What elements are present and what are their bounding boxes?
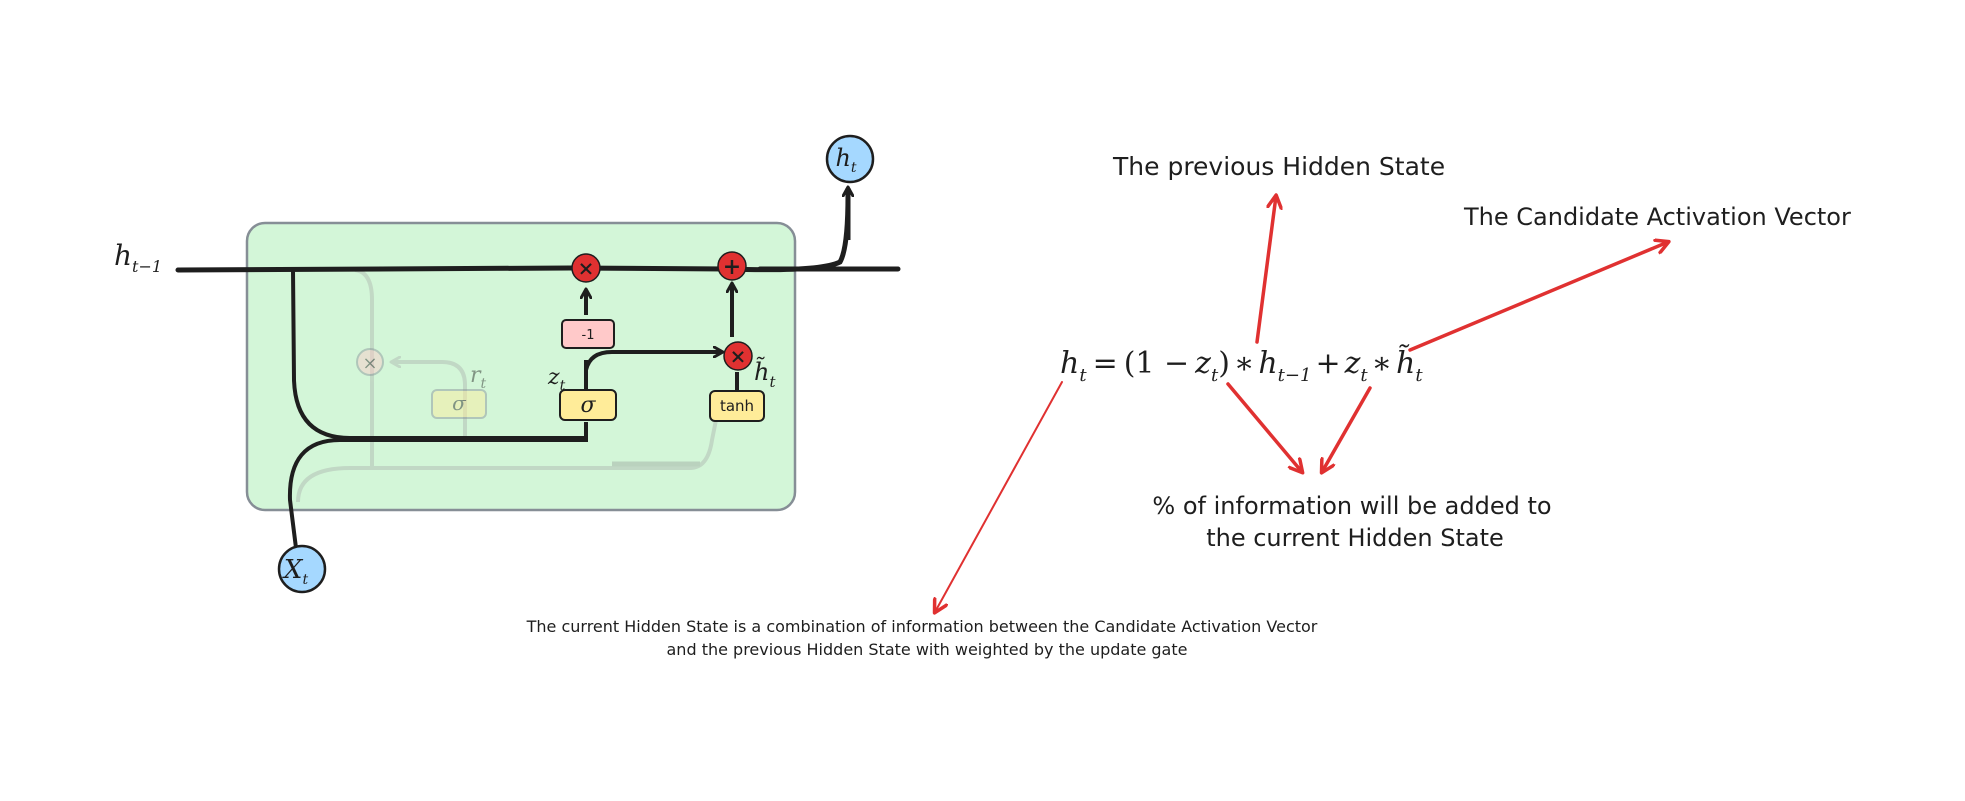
update-gate-sigma: σ: [580, 393, 596, 418]
arrow-z2-to-percent: [1322, 386, 1372, 472]
minus-one-label: -1: [582, 328, 595, 343]
update-gate-label: zt: [547, 365, 566, 394]
multiply-op-top: ×: [571, 253, 601, 283]
faded-sigma: σ: [452, 391, 467, 415]
candidate-label: h̃t: [754, 357, 776, 391]
annotation-arrows: [935, 196, 1668, 612]
faded-reset-gate: σ × rt: [356, 348, 487, 419]
svg-text:Xt: Xt: [282, 555, 309, 588]
arrow-to-current-hidden-state: [935, 381, 1063, 612]
multiply-op-candidate: ×: [723, 341, 753, 371]
plus-icon: +: [723, 254, 741, 280]
arrow-to-previous-hidden-state: [1255, 196, 1276, 344]
previous-hidden-state-label: The previous Hidden State: [1112, 152, 1445, 181]
input-node-xt: Xt: [277, 544, 327, 594]
hprev-branch: [291, 269, 588, 440]
add-op: +: [717, 251, 747, 281]
update-equation: ht=(1 −zt)∗ht−1+zt∗h̃t: [1060, 344, 1423, 386]
arrow-z-to-percent: [1226, 382, 1302, 472]
minus-one-box: [561, 319, 615, 349]
svg-text:ht: ht: [835, 144, 856, 176]
xt-path: [287, 422, 588, 549]
candidate-activation-label: The Candidate Activation Vector: [1463, 203, 1851, 231]
percent-info-line1: % of information will be added to: [1152, 492, 1551, 520]
faded-multiply-icon: ×: [362, 353, 377, 374]
current-hidden-state-line1: The current Hidden State is a combinatio…: [526, 617, 1318, 636]
tanh-box: [709, 390, 765, 422]
current-hidden-state-line2: and the previous Hidden State with weigh…: [667, 640, 1188, 659]
output-node-ht: ht: [825, 134, 875, 184]
update-gate-box: [559, 389, 617, 421]
hprev-label: ht−1: [114, 239, 162, 276]
gru-cell: σ × rt -1 σ zt tanh h̃t × + ×: [114, 134, 901, 594]
reset-gate-label: rt: [470, 363, 487, 392]
multiply-icon: ×: [730, 344, 747, 368]
update-to-candidate-mult: [584, 352, 722, 392]
multiply-icon: ×: [578, 256, 595, 280]
arrow-to-candidate-vector: [1408, 242, 1668, 352]
percent-info-line2: the current Hidden State: [1206, 524, 1504, 552]
tanh-label: tanh: [720, 397, 754, 415]
